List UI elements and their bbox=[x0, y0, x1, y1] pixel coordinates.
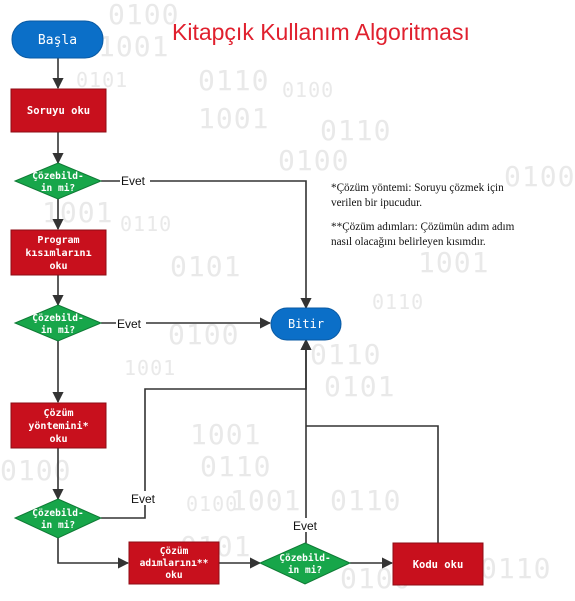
start-node: Başla bbox=[11, 20, 104, 59]
edge-label-yes-3: Evet bbox=[131, 492, 156, 506]
process-label: Kodu oku bbox=[413, 559, 464, 571]
flowchart-svg: Evet Evet Evet Evet Başla Soruyu oku Çöz… bbox=[10, 20, 484, 586]
process-label-line1: Çözüm bbox=[160, 546, 189, 557]
background-binary: 0100 bbox=[278, 144, 350, 177]
background-binary: 1001 bbox=[418, 246, 490, 279]
background-binary: 0110 bbox=[200, 450, 272, 483]
background-binary: 0101 bbox=[76, 68, 129, 92]
background-binary: 1001 bbox=[124, 356, 177, 380]
background-binary: 0110 bbox=[320, 114, 392, 147]
connectors bbox=[52, 58, 439, 569]
background-binary: 0110 bbox=[372, 290, 425, 314]
decision-4: Çözebild- in mi? bbox=[258, 542, 352, 585]
process-read-steps: Çözüm adımlarını** oku bbox=[128, 541, 220, 585]
process-label-line2: kısımlarını bbox=[25, 248, 91, 259]
arrow-decision3-to-steps bbox=[57, 538, 130, 569]
background-binary: 1001 bbox=[230, 484, 302, 517]
decision-2: Çözebild- in mi? bbox=[13, 304, 103, 342]
background-binary: 0101 bbox=[324, 370, 396, 403]
background-binary: 0101 bbox=[170, 250, 242, 283]
background-binary: 0110 bbox=[330, 484, 402, 517]
note-solution-method: *Çözüm yöntemi: Soruyu çözmek için veril… bbox=[331, 182, 504, 209]
decision-label-line1: Çözebild- bbox=[279, 553, 330, 564]
decision-3: Çözebild- in mi? bbox=[13, 498, 103, 539]
process-label-line3: oku bbox=[165, 570, 182, 581]
process-read-method: Çözüm yöntemini* oku bbox=[10, 402, 107, 449]
start-label: Başla bbox=[38, 33, 77, 48]
decision-label-line2: in mi? bbox=[288, 565, 322, 576]
process-label: Soruyu oku bbox=[27, 105, 90, 117]
process-label-line2: adımlarını** bbox=[140, 558, 209, 569]
process-read-program: Program kısımlarını oku bbox=[10, 229, 107, 276]
process-label-line1: Program bbox=[37, 235, 79, 246]
background-binary: 0110 bbox=[480, 552, 552, 585]
process-read-question: Soruyu oku bbox=[10, 88, 107, 133]
decision-label-line2: in mi? bbox=[41, 325, 75, 336]
background-binary: 1001 bbox=[98, 30, 170, 63]
decision-label-line2: in mi? bbox=[41, 183, 75, 194]
process-read-code: Kodu oku bbox=[392, 542, 484, 586]
process-label-line3: oku bbox=[49, 261, 67, 272]
decision-label-line1: Çözebild- bbox=[32, 508, 83, 519]
process-label-line3: oku bbox=[49, 434, 67, 445]
arrow-decision1-yes bbox=[101, 180, 312, 310]
background-binary: 0110 bbox=[198, 64, 270, 97]
end-node: Bitir bbox=[270, 307, 342, 341]
background-binary: 1001 bbox=[198, 102, 270, 135]
decision-label-line2: in mi? bbox=[41, 520, 75, 531]
background-binary: 1001 bbox=[190, 418, 262, 451]
process-label-line2: yöntemini* bbox=[28, 420, 88, 432]
background-binary: 0100 bbox=[504, 160, 575, 193]
background-binary: 0110 bbox=[120, 212, 173, 236]
background-binary: 0110 bbox=[310, 338, 382, 371]
background-binary: 0100 bbox=[108, 0, 180, 31]
end-label: Bitir bbox=[288, 317, 324, 331]
edge-label-yes-2: Evet bbox=[117, 317, 142, 331]
note-solution-steps: **Çözüm adımları: Çözümün adım adım nası… bbox=[331, 221, 515, 248]
page-title: Kitapçık Kullanım Algoritması bbox=[172, 19, 470, 45]
background-binary: 0100 bbox=[282, 78, 335, 102]
decision-1: Çözebild- in mi? bbox=[13, 162, 103, 200]
decision-label-line1: Çözebild- bbox=[32, 171, 83, 182]
background-binary: 0100 bbox=[186, 492, 239, 516]
decision-label-line1: Çözebild- bbox=[32, 313, 83, 324]
connector-code-to-end bbox=[306, 425, 439, 543]
process-label-line1: Çözüm bbox=[43, 408, 73, 419]
edge-label-yes-4: Evet bbox=[293, 519, 318, 533]
edge-label-yes-1: Evet bbox=[121, 174, 146, 188]
